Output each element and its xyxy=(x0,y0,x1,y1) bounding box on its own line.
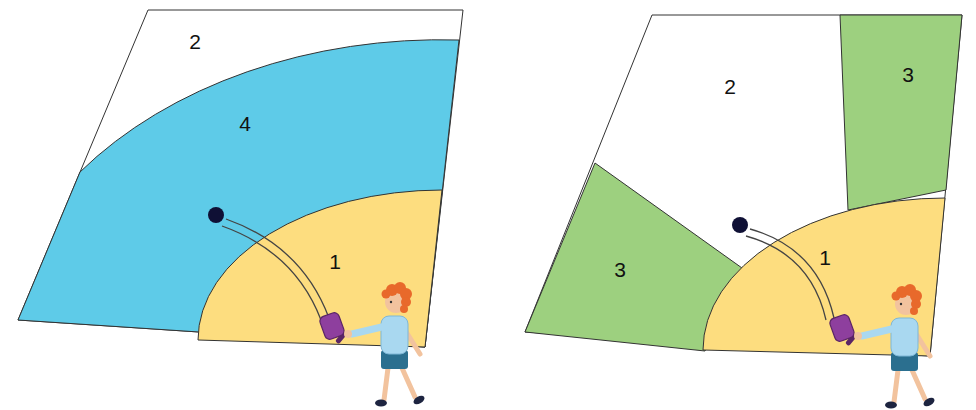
zone-number: 3 xyxy=(614,258,626,282)
zone-shape xyxy=(840,15,962,210)
court-zone: 3 xyxy=(840,15,962,210)
zone-number: 2 xyxy=(724,75,736,99)
zone-number: 1 xyxy=(819,246,831,270)
player-figure xyxy=(318,282,425,407)
ball xyxy=(208,207,224,223)
zone-number: 1 xyxy=(329,250,341,274)
ball xyxy=(732,217,748,233)
zone-number: 3 xyxy=(902,63,914,87)
zone-number: 4 xyxy=(239,112,251,136)
player-figure xyxy=(828,284,935,409)
zone-number: 2 xyxy=(189,30,201,54)
ball-trajectory xyxy=(222,219,834,320)
